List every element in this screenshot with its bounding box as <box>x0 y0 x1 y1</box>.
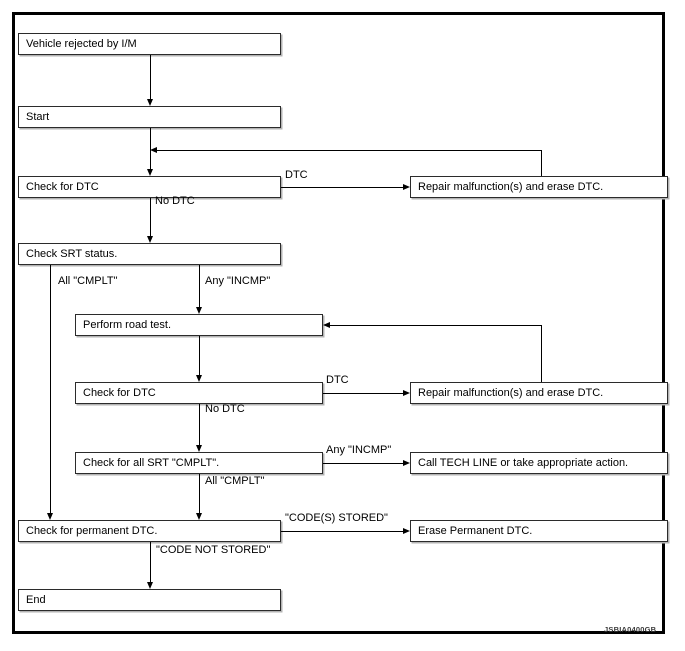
node-start[interactable]: Start <box>18 106 281 128</box>
node-check-all-srt-label: Check for all SRT "CMPLT". <box>83 456 220 469</box>
node-check-permanent-dtc[interactable]: Check for permanent DTC. <box>18 520 281 542</box>
node-road-test-label: Perform road test. <box>83 318 172 331</box>
connector-check-dtc-1-to-check-srt <box>150 198 151 236</box>
node-road-test[interactable]: Perform road test. <box>75 314 323 336</box>
connector-repair-1-feedback-horizontal <box>157 150 542 151</box>
edge-label-code-not-stored: "CODE NOT STORED" <box>156 544 271 556</box>
connector-repair-2-feedback-horizontal <box>330 325 542 326</box>
edge-label-all-cmplt-1: All "CMPLT" <box>58 275 118 287</box>
arrowhead-start <box>146 99 153 106</box>
connector-all-cmplt-1-to-permanent-dtc <box>50 265 51 513</box>
connector-dtc-1-to-repair-1 <box>281 187 403 188</box>
edge-label-codes-stored: "CODE(S) STORED" <box>285 512 388 524</box>
node-end[interactable]: End <box>18 589 281 611</box>
connector-check-dtc-2-to-check-all-srt <box>199 404 200 445</box>
node-check-dtc-1-label: Check for DTC <box>26 180 99 193</box>
edge-label-any-incmp-1: Any "INCMP" <box>205 275 271 287</box>
arrowhead-end <box>146 582 153 589</box>
arrowhead-erase-permanent <box>403 527 410 534</box>
node-vehicle-rejected-label: Vehicle rejected by I/M <box>26 37 137 50</box>
arrowhead-road-test <box>195 307 202 314</box>
connector-codes-stored-to-erase <box>281 531 403 532</box>
node-repair-1-label: Repair malfunction(s) and erase DTC. <box>418 180 604 193</box>
node-erase-permanent[interactable]: Erase Permanent DTC. <box>410 520 668 542</box>
node-vehicle-rejected[interactable]: Vehicle rejected by I/M <box>18 33 281 55</box>
node-end-label: End <box>26 593 46 606</box>
connector-road-test-to-check-dtc-2 <box>199 336 200 375</box>
node-erase-permanent-label: Erase Permanent DTC. <box>418 524 533 537</box>
arrowhead-repair-1 <box>403 183 410 190</box>
arrowhead-check-srt <box>146 236 153 243</box>
figure-code-watermark: JSBIA0400GB <box>604 625 657 634</box>
connector-vehicle-to-start <box>150 55 151 99</box>
connector-all-cmplt-2-to-permanent-dtc <box>199 474 200 513</box>
node-repair-2-label: Repair malfunction(s) and erase DTC. <box>418 386 604 399</box>
edge-label-no-dtc-1: No DTC <box>155 195 195 207</box>
connector-permanent-dtc-to-end <box>150 542 151 582</box>
edge-label-all-cmplt-2: All "CMPLT" <box>205 475 265 487</box>
connector-any-incmp-1-to-road-test <box>199 265 200 307</box>
connector-any-incmp-2-to-tech-line <box>323 463 403 464</box>
node-check-dtc-2[interactable]: Check for DTC <box>75 382 323 404</box>
node-check-dtc-2-label: Check for DTC <box>83 386 156 399</box>
node-tech-line-label: Call TECH LINE or take appropriate actio… <box>418 456 629 469</box>
node-repair-1[interactable]: Repair malfunction(s) and erase DTC. <box>410 176 668 198</box>
connector-repair-2-feedback-vertical <box>541 325 542 382</box>
connector-dtc-2-to-repair-2 <box>323 393 403 394</box>
edge-label-dtc-2: DTC <box>326 374 349 386</box>
arrowhead-tech-line <box>403 459 410 466</box>
arrowhead-road-test-feedback <box>323 321 330 328</box>
node-check-srt-label: Check SRT status. <box>26 247 118 260</box>
arrowhead-repair-2 <box>403 389 410 396</box>
node-check-srt[interactable]: Check SRT status. <box>18 243 281 265</box>
node-check-all-srt[interactable]: Check for all SRT "CMPLT". <box>75 452 323 474</box>
arrowhead-permanent-dtc-left <box>46 513 53 520</box>
node-repair-2[interactable]: Repair malfunction(s) and erase DTC. <box>410 382 668 404</box>
arrowhead-check-dtc-2 <box>195 375 202 382</box>
arrowhead-check-dtc-1 <box>146 169 153 176</box>
edge-label-any-incmp-2: Any "INCMP" <box>326 444 392 456</box>
node-tech-line[interactable]: Call TECH LINE or take appropriate actio… <box>410 452 668 474</box>
arrowhead-check-all-srt <box>195 445 202 452</box>
arrowhead-permanent-dtc-center <box>195 513 202 520</box>
arrowhead-repair-1-feedback <box>150 146 157 153</box>
edge-label-dtc-1: DTC <box>285 169 308 181</box>
edge-label-no-dtc-2: No DTC <box>205 403 245 415</box>
connector-repair-1-feedback-vertical <box>541 150 542 176</box>
node-check-permanent-dtc-label: Check for permanent DTC. <box>26 524 158 537</box>
node-check-dtc-1[interactable]: Check for DTC <box>18 176 281 198</box>
node-start-label: Start <box>26 110 50 123</box>
figure-frame <box>12 12 665 634</box>
